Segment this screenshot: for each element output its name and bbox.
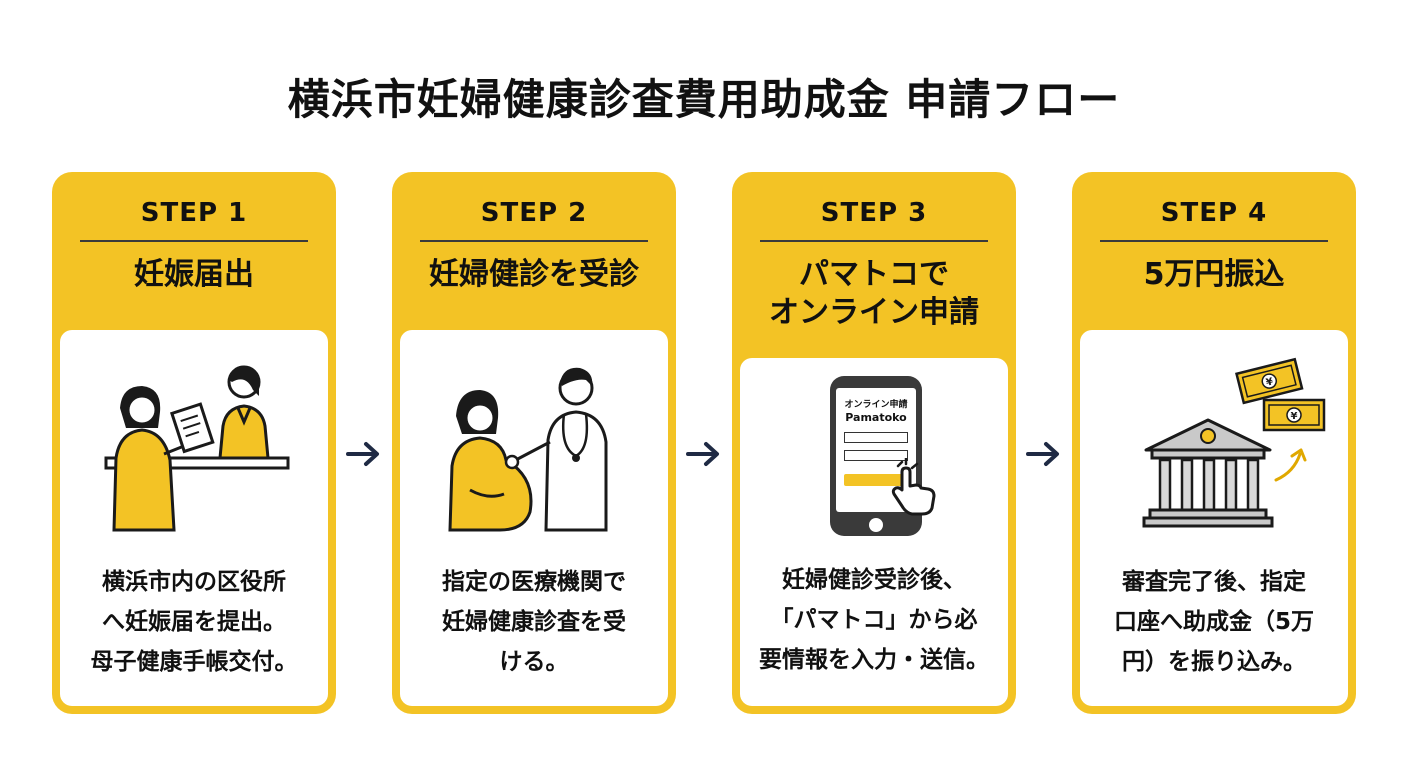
divider — [1100, 240, 1328, 242]
step-label: STEP 1 — [140, 198, 248, 228]
step-title: 妊娠届出 — [134, 257, 254, 292]
step-card-2: STEP 2 妊婦健診を受診 指定の医療機関で 妊婦健康診査を受 ける。 — [392, 172, 676, 714]
arrow-right-icon — [1026, 442, 1059, 466]
step-description: 指定の医療機関で 妊婦健康診査を受 ける。 — [442, 569, 626, 675]
step-card-4: STEP 4 5万円振込 ¥ — [1072, 172, 1356, 714]
svg-text:¥: ¥ — [1291, 411, 1298, 422]
arrow-right-icon — [686, 442, 719, 466]
doctor-examining-pregnant-woman-illustration — [448, 367, 608, 532]
step-card-1: STEP 1 妊娠届出 横浜市内の区役所 へ妊娠届を提出。 — [52, 172, 336, 714]
step-label: STEP 2 — [480, 198, 588, 228]
home-button — [869, 518, 883, 532]
step-label: STEP 4 — [1160, 198, 1268, 228]
step-title: 5万円振込 — [1143, 257, 1285, 292]
divider — [760, 240, 988, 242]
step-body: 横浜市内の区役所 へ妊娠届を提出。 母子健康手帳交付。 — [60, 330, 328, 706]
page-title: 横浜市妊婦健康診査費用助成金 申請フロー — [287, 75, 1121, 124]
step-label: STEP 3 — [820, 198, 928, 228]
step-body: 指定の医療機関で 妊婦健康診査を受 ける。 — [400, 330, 668, 706]
step-description: 審査完了後、指定 口座へ助成金（5万 円）を振り込み。 — [1113, 569, 1314, 675]
step-title: 妊婦健診を受診 — [429, 257, 639, 292]
form-field — [844, 450, 908, 461]
step-body: オンライン申請 Pamatoko 妊婦健診受診後、 「パマトコ」から必 要情報を… — [740, 358, 1008, 706]
phone-screen-app-name: Pamatoko — [845, 411, 907, 424]
pointing-hand-icon — [891, 458, 936, 516]
step-description: 妊婦健診受診後、 「パマトコ」から必 要情報を入力・送信。 — [759, 567, 989, 673]
step-body: ¥ ¥ 審査完了後、指定 口座へ助成金（5万 円）を振り込み。 — [1080, 330, 1348, 706]
ward-office-counter-illustration — [104, 365, 290, 532]
form-field — [844, 432, 908, 443]
submit-button-shape — [844, 474, 908, 486]
divider — [420, 240, 648, 242]
svg-text:¥: ¥ — [1265, 376, 1274, 388]
divider — [80, 240, 308, 242]
step-description: 横浜市内の区役所 へ妊娠届を提出。 母子健康手帳交付。 — [90, 569, 298, 675]
step-title: パマトコで オンライン申請 — [769, 257, 979, 330]
step-card-3: STEP 3 パマトコで オンライン申請 オンライン申請 Pamatoko 妊婦… — [732, 172, 1016, 714]
bank-with-yen-bills-illustration: ¥ ¥ — [1142, 357, 1326, 528]
arrow-right-icon — [346, 442, 379, 466]
phone-screen-heading: オンライン申請 — [844, 400, 908, 410]
